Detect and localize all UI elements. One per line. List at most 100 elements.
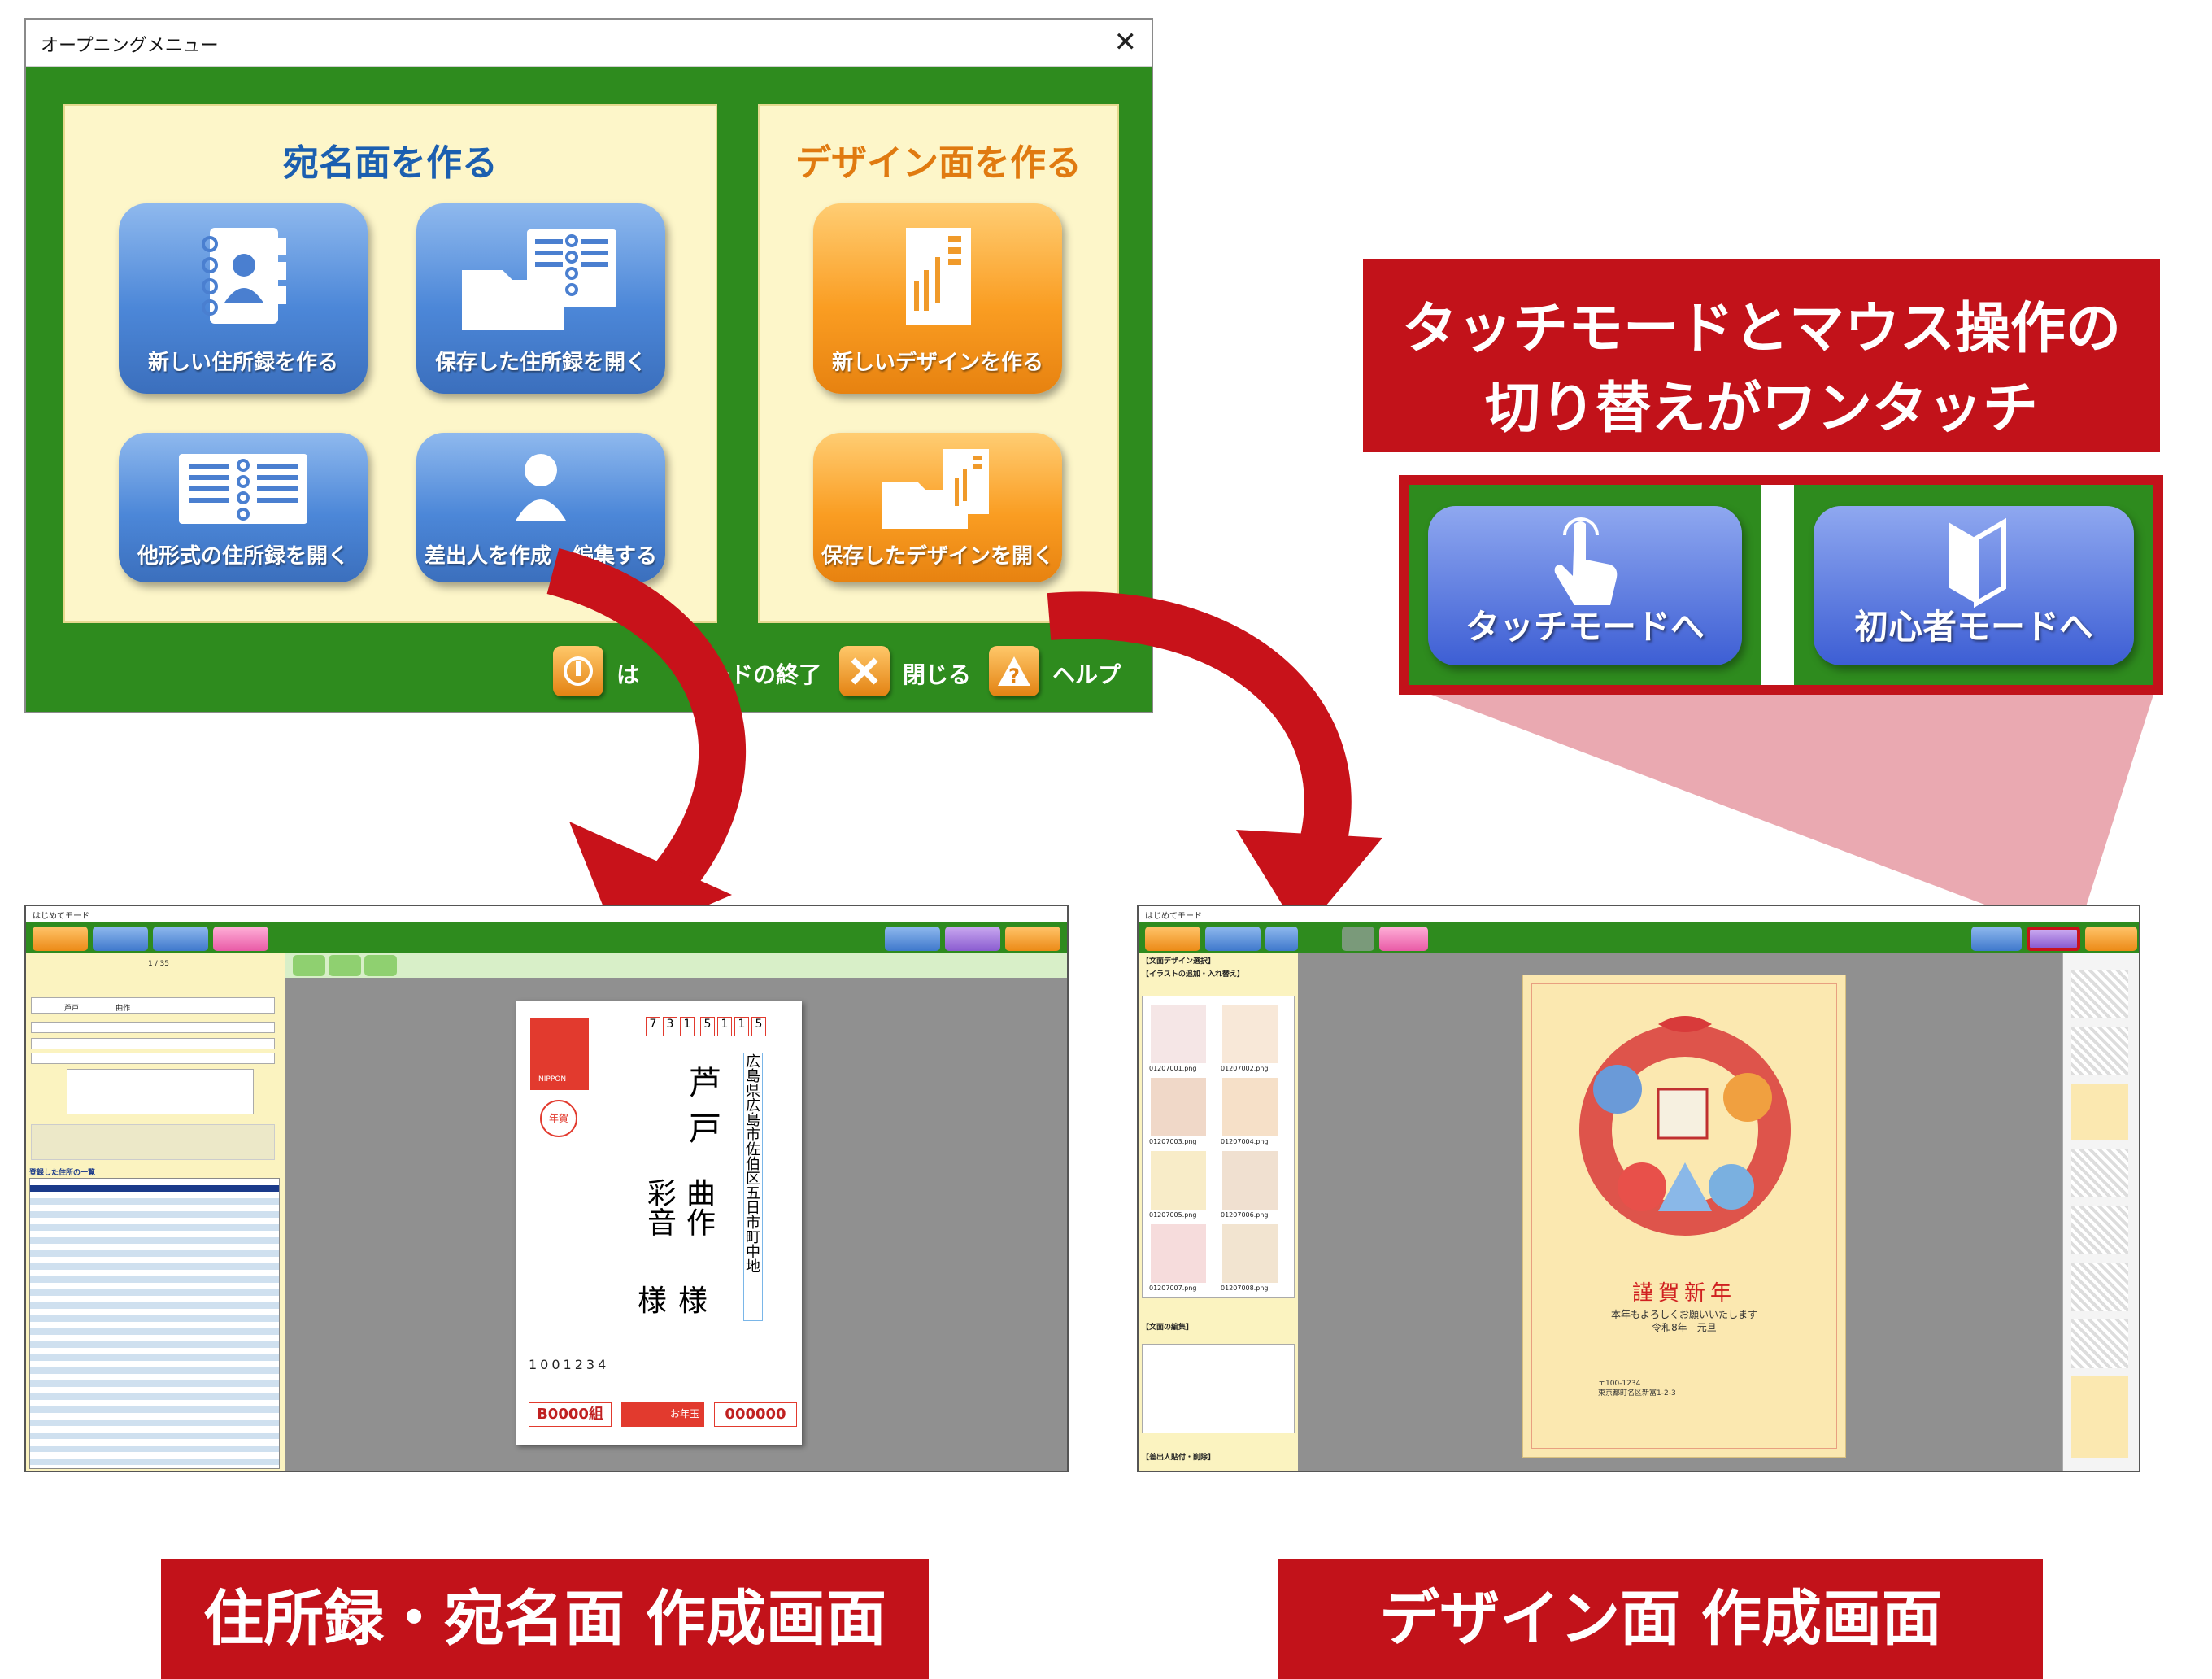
stamp: NIPPON bbox=[530, 1018, 589, 1090]
panel-edit: 【文面の編集】 bbox=[1142, 1324, 1194, 1332]
page-counter: 1 / 35 bbox=[148, 960, 169, 968]
recipient-given-1: 曲作 bbox=[681, 1178, 715, 1236]
layer-thumb[interactable] bbox=[2071, 1027, 2128, 1075]
caption-left: 住所録・宛名面 作成画面 bbox=[161, 1559, 929, 1679]
recipient-given-2: 彩音 bbox=[642, 1178, 676, 1236]
callout-headline-line2: 切り替えがワンタッチ bbox=[1484, 376, 2038, 441]
design-side-panel: 【文面デザイン選択】 【イラストの追加・入れ替え】 01207001.png 0… bbox=[1139, 953, 1298, 1471]
thumbnail[interactable] bbox=[1222, 1005, 1278, 1063]
layer-panel bbox=[2062, 953, 2139, 1471]
open-other-format-button[interactable]: 他形式の住所録を開く bbox=[119, 433, 368, 582]
design-card: 謹賀新年 本年もよろしくお願いいたします 令和8年 元旦 〒100-1234 東… bbox=[1522, 975, 1846, 1458]
thumbnail[interactable] bbox=[1151, 1224, 1206, 1283]
thumbnail-grid[interactable]: 01207001.png 01207002.png 01207003.png 0… bbox=[1142, 996, 1295, 1298]
new-address-book-label: 新しい住所録を作る bbox=[147, 351, 338, 375]
beginner-mode-button[interactable]: 初心者モードへ bbox=[1814, 506, 2134, 665]
panel-design-select: 【文面デザイン選択】 bbox=[1142, 957, 1216, 966]
touch-mode-button[interactable]: タッチモードへ bbox=[1428, 506, 1742, 665]
design-screen: はじめてモード 【文面デザイン選択】 【イラストの追加・入れ替え】 012070… bbox=[1137, 905, 2140, 1472]
address-toolbar-button[interactable] bbox=[2085, 927, 2137, 951]
thumbnail-label: 01207003.png bbox=[1149, 1138, 1197, 1145]
address2-field[interactable] bbox=[31, 1053, 275, 1064]
address-panel-title: 宛名面を作る bbox=[283, 142, 498, 184]
family-field[interactable] bbox=[67, 1069, 254, 1114]
sender-toolbar-button[interactable] bbox=[945, 927, 1000, 951]
open-other-format-label: 他形式の住所録を開く bbox=[137, 544, 349, 569]
save-button[interactable] bbox=[153, 927, 208, 951]
zip-boxes: 7 3 1 5 1 1 5 bbox=[646, 1017, 766, 1036]
open-book-icon bbox=[179, 454, 307, 524]
thumbnail[interactable] bbox=[1151, 1151, 1206, 1210]
name-field[interactable]: 芦戸 曲作 bbox=[31, 997, 275, 1014]
sender-toolbar-button-highlighted[interactable] bbox=[2027, 927, 2080, 951]
window-titlebar: オープニングメニュー ✕ bbox=[26, 20, 1152, 67]
divider bbox=[1761, 485, 1794, 685]
window-title: オープニングメニュー bbox=[41, 36, 219, 56]
thumbnail[interactable] bbox=[1151, 1005, 1206, 1063]
thumbnail[interactable] bbox=[1222, 1224, 1278, 1283]
zip-digit: 1 bbox=[680, 1017, 695, 1036]
address-book-icon bbox=[202, 228, 286, 324]
undo-button[interactable] bbox=[1342, 927, 1374, 951]
layer-thumb[interactable] bbox=[2071, 1206, 2128, 1254]
help-icon[interactable]: ? bbox=[989, 646, 1039, 696]
close-icon[interactable]: ✕ bbox=[1113, 26, 1138, 59]
power-icon[interactable] bbox=[553, 646, 603, 696]
design-screen-titlebar: はじめてモード bbox=[1139, 906, 2139, 922]
card-sender-address: 東京都町名区新富1-2-3 bbox=[1598, 1389, 1676, 1398]
zip-digit: 7 bbox=[646, 1017, 660, 1036]
new-button[interactable] bbox=[1205, 927, 1261, 951]
layer-thumb[interactable] bbox=[2071, 970, 2128, 1018]
panel-sender: 【差出人貼付・削除】 bbox=[1142, 1454, 1216, 1462]
card-message: 本年もよろしくお願いいたします bbox=[1610, 1309, 1757, 1320]
zip-digit: 5 bbox=[751, 1017, 766, 1036]
edit-tool-3[interactable] bbox=[364, 955, 397, 976]
new-design-label: 新しいデザインを作る bbox=[831, 351, 1043, 375]
lottery-mark: お年玉 bbox=[621, 1402, 704, 1427]
thumbnail-label: 01207008.png bbox=[1221, 1284, 1269, 1292]
sender-zip: 1001234 bbox=[529, 1357, 610, 1372]
close-link[interactable]: 閉じる bbox=[903, 661, 972, 688]
layer-thumb[interactable] bbox=[2071, 1263, 2128, 1311]
open-saved-design-button[interactable]: 保存したデザインを開く bbox=[813, 433, 1062, 582]
zip-digit: 1 bbox=[734, 1017, 749, 1036]
edit-tool-2[interactable] bbox=[329, 955, 361, 976]
sender-edit-button[interactable]: 差出人を作成・編集する bbox=[416, 433, 665, 582]
text-edit-area[interactable] bbox=[1142, 1344, 1295, 1433]
open-saved-address-book-label: 保存した住所録を開く bbox=[434, 351, 647, 375]
open-saved-address-book-button[interactable]: 保存した住所録を開く bbox=[416, 203, 665, 394]
new-design-button[interactable]: 新しいデザインを作る bbox=[813, 203, 1062, 394]
layer-thumb[interactable] bbox=[2071, 1149, 2128, 1197]
zip-field[interactable] bbox=[31, 1022, 275, 1033]
thumbnail[interactable] bbox=[1151, 1078, 1206, 1136]
home-button[interactable] bbox=[1145, 927, 1200, 951]
help-link[interactable]: ヘルプ bbox=[1052, 661, 1121, 688]
panel-illust: 【イラストの追加・入れ替え】 bbox=[1142, 970, 1244, 979]
address1-field[interactable] bbox=[31, 1038, 275, 1049]
address-list[interactable] bbox=[29, 1178, 280, 1469]
company-fields[interactable] bbox=[31, 1124, 275, 1160]
new-address-book-button[interactable]: 新しい住所録を作る bbox=[119, 203, 368, 394]
design-toolbar-button[interactable] bbox=[1005, 927, 1060, 951]
new-button[interactable] bbox=[93, 927, 148, 951]
sender-edit-label: 差出人を作成・編集する bbox=[424, 544, 657, 569]
address-postcard: NIPPON 年賀 7 3 1 5 1 1 5 広島県広島市佐伯区五日市町中地 … bbox=[516, 1001, 802, 1445]
honorific-2: 様 bbox=[638, 1284, 668, 1318]
home-button[interactable] bbox=[33, 927, 88, 951]
print-button[interactable] bbox=[213, 927, 268, 951]
list-row-selected[interactable] bbox=[30, 1185, 279, 1192]
thumbnail[interactable] bbox=[1222, 1078, 1278, 1136]
layer-thumb[interactable] bbox=[2071, 1319, 2128, 1368]
close-x-icon[interactable] bbox=[839, 646, 890, 696]
layer-thumb[interactable] bbox=[2071, 1084, 2128, 1140]
design-panel: デザイン面を作る 新しいデザインを作る 保存したデザインを開く bbox=[758, 104, 1119, 623]
address-panel: 宛名面を作る 新しい住所録を作る 保存した住所録を開く bbox=[63, 104, 717, 623]
touch-mode-toolbar-button[interactable] bbox=[1971, 927, 2022, 951]
print-button[interactable] bbox=[1379, 927, 1428, 951]
touch-mode-toolbar-button[interactable] bbox=[885, 927, 940, 951]
edit-tool-1[interactable] bbox=[293, 955, 325, 976]
layer-thumb[interactable] bbox=[2071, 1376, 2128, 1458]
stamp-label: NIPPON bbox=[538, 1075, 567, 1084]
save-button[interactable] bbox=[1265, 927, 1298, 951]
thumbnail[interactable] bbox=[1222, 1151, 1278, 1210]
